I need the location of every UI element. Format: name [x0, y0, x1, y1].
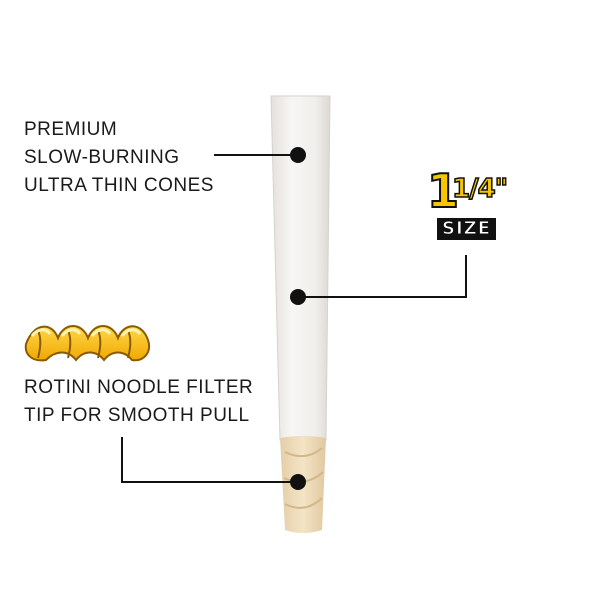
size-fraction: 1/4"	[451, 173, 509, 205]
rotini-noodle-icon	[24, 325, 150, 362]
size-whole: 1	[426, 164, 460, 218]
callout-dot-cone	[290, 147, 306, 163]
size-badge: 1 1/4" SIZE	[405, 164, 525, 248]
callout-line-filter	[121, 437, 298, 483]
cone-paper	[270, 95, 331, 441]
callout-line-size	[298, 255, 467, 298]
cone-feature-line-3: ULTRA THIN CONES	[24, 175, 214, 196]
cone-feature-line-2: SLOW-BURNING	[24, 147, 180, 168]
size-word: SIZE	[437, 218, 497, 240]
callout-dot-filter	[290, 474, 306, 490]
filter-feature-line-1: ROTINI NOODLE FILTER	[24, 377, 254, 398]
callout-dot-size	[290, 289, 306, 305]
cone-feature-text: PREMIUM SLOW-BURNING ULTRA THIN CONES	[24, 116, 214, 200]
filter-feature-text: ROTINI NOODLE FILTER TIP FOR SMOOTH PULL	[24, 374, 253, 430]
cone-feature-line-1: PREMIUM	[24, 119, 118, 140]
filter-feature-line-2: TIP FOR SMOOTH PULL	[24, 405, 250, 426]
